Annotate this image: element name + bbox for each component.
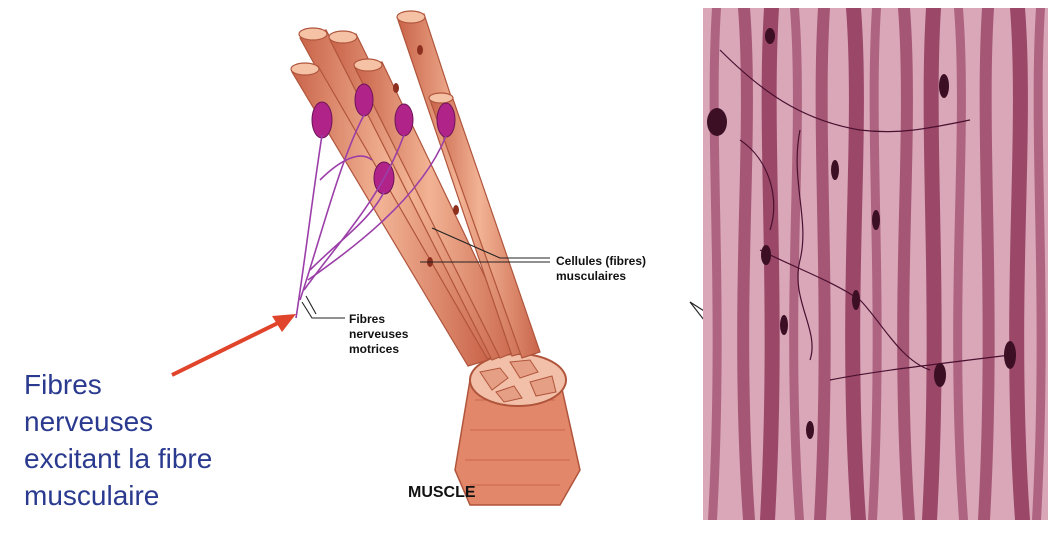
label-muscle-cells: Cellules (fibres) musculaires — [556, 254, 646, 284]
label-line: musculaires — [556, 269, 646, 284]
label-line: Cellules (fibres) — [556, 254, 646, 269]
label-motor-nerve-fibres: Fibres nerveuses motrices — [349, 312, 408, 357]
label-line: nerveuses — [349, 327, 408, 342]
caption: Fibres nerveuses excitant la fibre muscu… — [24, 366, 212, 514]
label-muscle: MUSCLE — [408, 484, 476, 502]
label-line: motrices — [349, 342, 408, 357]
leader-nerve-1 — [302, 302, 345, 318]
micrograph — [703, 8, 1048, 520]
caption-line: nerveuses — [24, 403, 212, 440]
caption-line: excitant la fibre — [24, 440, 212, 477]
muscle-fibres — [292, 14, 540, 366]
caption-line: Fibres — [24, 366, 212, 403]
caption-line: musculaire — [24, 477, 212, 514]
label-line: Fibres — [349, 312, 408, 327]
